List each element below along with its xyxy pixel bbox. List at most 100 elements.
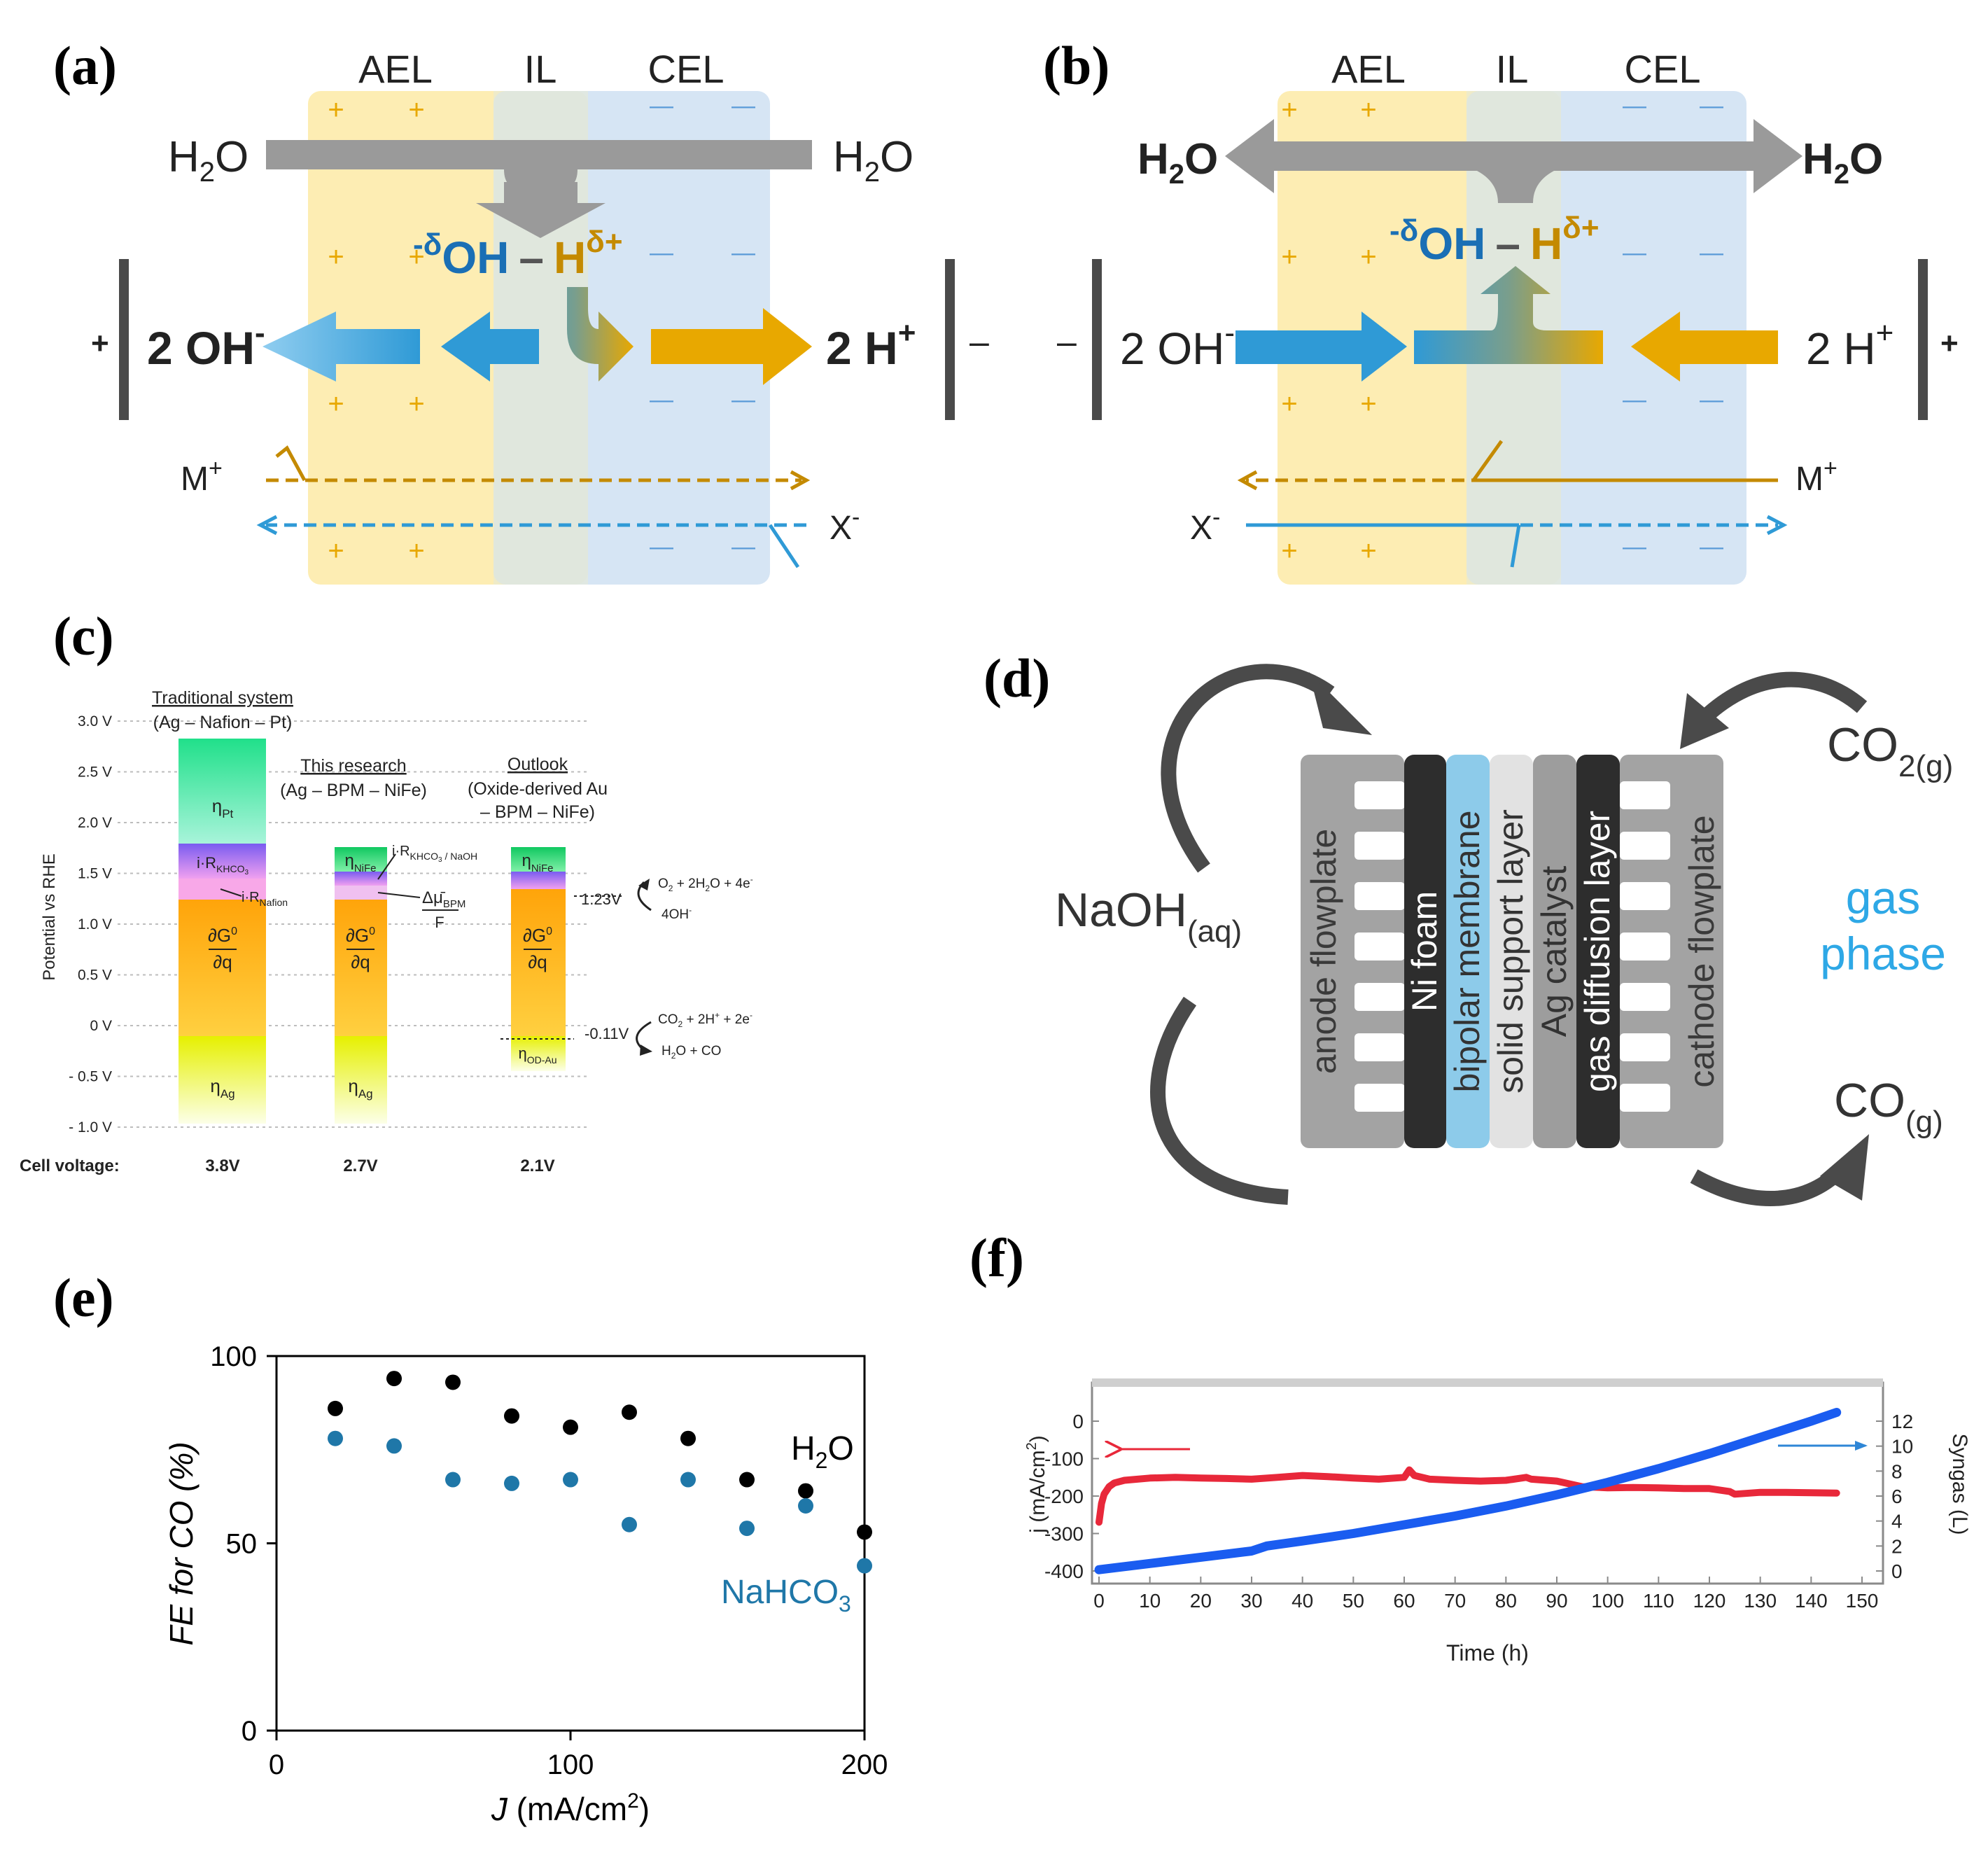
anode-flowplate-label: anode flowplate: [1304, 829, 1343, 1074]
current-tick-label: -200: [1044, 1486, 1084, 1507]
faraday-label: F: [435, 914, 444, 931]
time-tick-label: 90: [1546, 1590, 1567, 1612]
h2o-data-point: [857, 1524, 872, 1540]
fe-plot-frame: [275, 1355, 866, 1732]
eta-odau-bar: [511, 1036, 566, 1071]
col1-subtitle: (Ag – Nafion – Pt): [153, 713, 293, 732]
positive-charge: +: [408, 242, 424, 272]
negative-charge: —: [732, 533, 755, 560]
eta-ag-bar-2: [335, 1036, 387, 1124]
syngas-tick-label: 2: [1891, 1535, 1903, 1557]
cathode-sign-b: –: [1057, 322, 1077, 361]
anion-label-b: X-: [1190, 504, 1220, 547]
bpm-potential-label: Δμ̄BPM: [422, 888, 465, 910]
anode-flow-channel: [1354, 781, 1405, 809]
panel-b: (b) AEL IL CEL ++——++——++——++—— H2O H2O …: [1043, 35, 1959, 585]
dq-label-2: ∂q: [351, 951, 370, 972]
positive-charge: +: [1281, 242, 1297, 272]
nahco3-series-label: NaHCO3: [721, 1574, 851, 1616]
il-label: IL: [524, 47, 557, 91]
water-left-label: H2O: [168, 133, 248, 188]
panel-label-c: (c): [53, 606, 114, 666]
phase-label: phase: [1820, 928, 1946, 979]
ir-khco3-naoh-bar: [335, 872, 387, 886]
syngas-volume-line: [1094, 1408, 1842, 1574]
col3-title: Outlook: [507, 755, 568, 774]
positive-charge: +: [1360, 389, 1376, 419]
co2rr-reaction-top: CO2 + 2H+ + 2e-: [658, 1010, 752, 1029]
dissociation-split-arrow: [518, 287, 634, 382]
panel-label-e: (e): [53, 1267, 114, 1328]
il-label-b: IL: [1496, 47, 1529, 91]
ag-catalyst-label: Ag catalyst: [1534, 866, 1574, 1038]
positive-charge: +: [408, 536, 424, 566]
panel-c: (c) 3.0 V2.5 V2.0 V1.5 V1.0 V0.5 V0 V- 0…: [20, 606, 753, 1175]
stability-series: [1094, 1408, 1842, 1574]
nahco3-data-point: [328, 1430, 343, 1446]
positive-charge: +: [408, 95, 424, 125]
ag-catalyst-layer: [1533, 755, 1576, 1148]
dg-bar-3: [511, 889, 566, 1036]
time-tick-label: 150: [1846, 1590, 1879, 1612]
potential-axis-label: Potential vs RHE: [40, 853, 59, 980]
left-ion-label-a: 2 OH-: [147, 316, 265, 374]
charge-marks-b: ++——++——++——++——: [1281, 92, 1723, 566]
ael-label: AEL: [358, 47, 433, 91]
time-tick-label: 70: [1444, 1590, 1466, 1612]
eta-pt-bar: [178, 739, 266, 844]
time-tick-label: 100: [1591, 1590, 1624, 1612]
nahco3-data-point: [445, 1472, 461, 1488]
time-tick-label: 50: [1343, 1590, 1364, 1612]
naoh-outflow-curve: [1150, 996, 1289, 1205]
dq-label-1: ∂q: [213, 951, 232, 972]
current-tick-label: -300: [1044, 1523, 1084, 1545]
left-ion-label-b: 2 OH-: [1120, 316, 1235, 374]
nahco3-data-point: [504, 1475, 519, 1491]
cell-voltage-2: 2.7V: [343, 1157, 377, 1175]
col2-subtitle: (Ag – BPM – NiFe): [280, 781, 427, 800]
h-outgoing-arrow: [651, 308, 812, 385]
negative-charge: —: [1700, 386, 1723, 413]
syngas-tick-label: 12: [1891, 1411, 1913, 1432]
cathode-electrode-b: [1092, 259, 1102, 420]
eta-odau-label: ηOD-Au: [518, 1045, 556, 1066]
co-label: CO(g): [1834, 1074, 1943, 1139]
ir-bar-3: [511, 872, 566, 889]
eta-nife-bar-2: [335, 847, 387, 872]
cell-voltage-3: 2.1V: [520, 1157, 554, 1175]
negative-charge: —: [650, 533, 673, 560]
h2o-data-point: [445, 1374, 461, 1390]
recombination-arrow: [1414, 266, 1603, 364]
positive-charge: +: [1360, 95, 1376, 125]
eta-nife-label-3: ηNiFe: [522, 851, 553, 874]
current-tick-label: -100: [1044, 1448, 1084, 1470]
negative-charge: —: [732, 92, 755, 119]
oer-potential-label: 1.23V: [581, 890, 622, 908]
nahco3-data-point: [798, 1498, 813, 1514]
co2-inflow-arrow: [1695, 671, 1868, 727]
time-tick-label: 30: [1240, 1590, 1262, 1612]
h2o-data-point: [622, 1404, 637, 1420]
water-merge-b: [1477, 171, 1554, 203]
dq-label-3: ∂q: [528, 951, 547, 972]
co2-label: CO2(g): [1827, 718, 1953, 783]
oer-reaction-bottom: 4OH-: [662, 905, 692, 922]
anode-sign-b: +: [1940, 326, 1959, 361]
water-flow-bar-b: [1274, 141, 1757, 171]
positive-charge: +: [1360, 242, 1376, 272]
current-y-axis-label: j (mA/cm2): [1024, 1435, 1049, 1533]
cathode-flowplate-label: cathode flowplate: [1682, 815, 1721, 1087]
gas-diffusion-layer: [1576, 755, 1620, 1148]
time-tick-label: 140: [1795, 1590, 1828, 1612]
syngas-tick-label: 4: [1891, 1511, 1903, 1532]
potential-tick-label: - 1.0 V: [69, 1119, 112, 1136]
panel-label-a: (a): [53, 35, 117, 96]
time-tick-label: 60: [1393, 1590, 1415, 1612]
potential-tick-label: 0.5 V: [78, 968, 112, 984]
right-ion-label-b: 2 H+: [1806, 316, 1893, 374]
bipolar-membrane-label: bipolar membrane: [1448, 811, 1487, 1093]
negative-charge: —: [1700, 92, 1723, 119]
cathode-flow-channel: [1620, 781, 1670, 809]
negative-charge: —: [650, 386, 673, 413]
